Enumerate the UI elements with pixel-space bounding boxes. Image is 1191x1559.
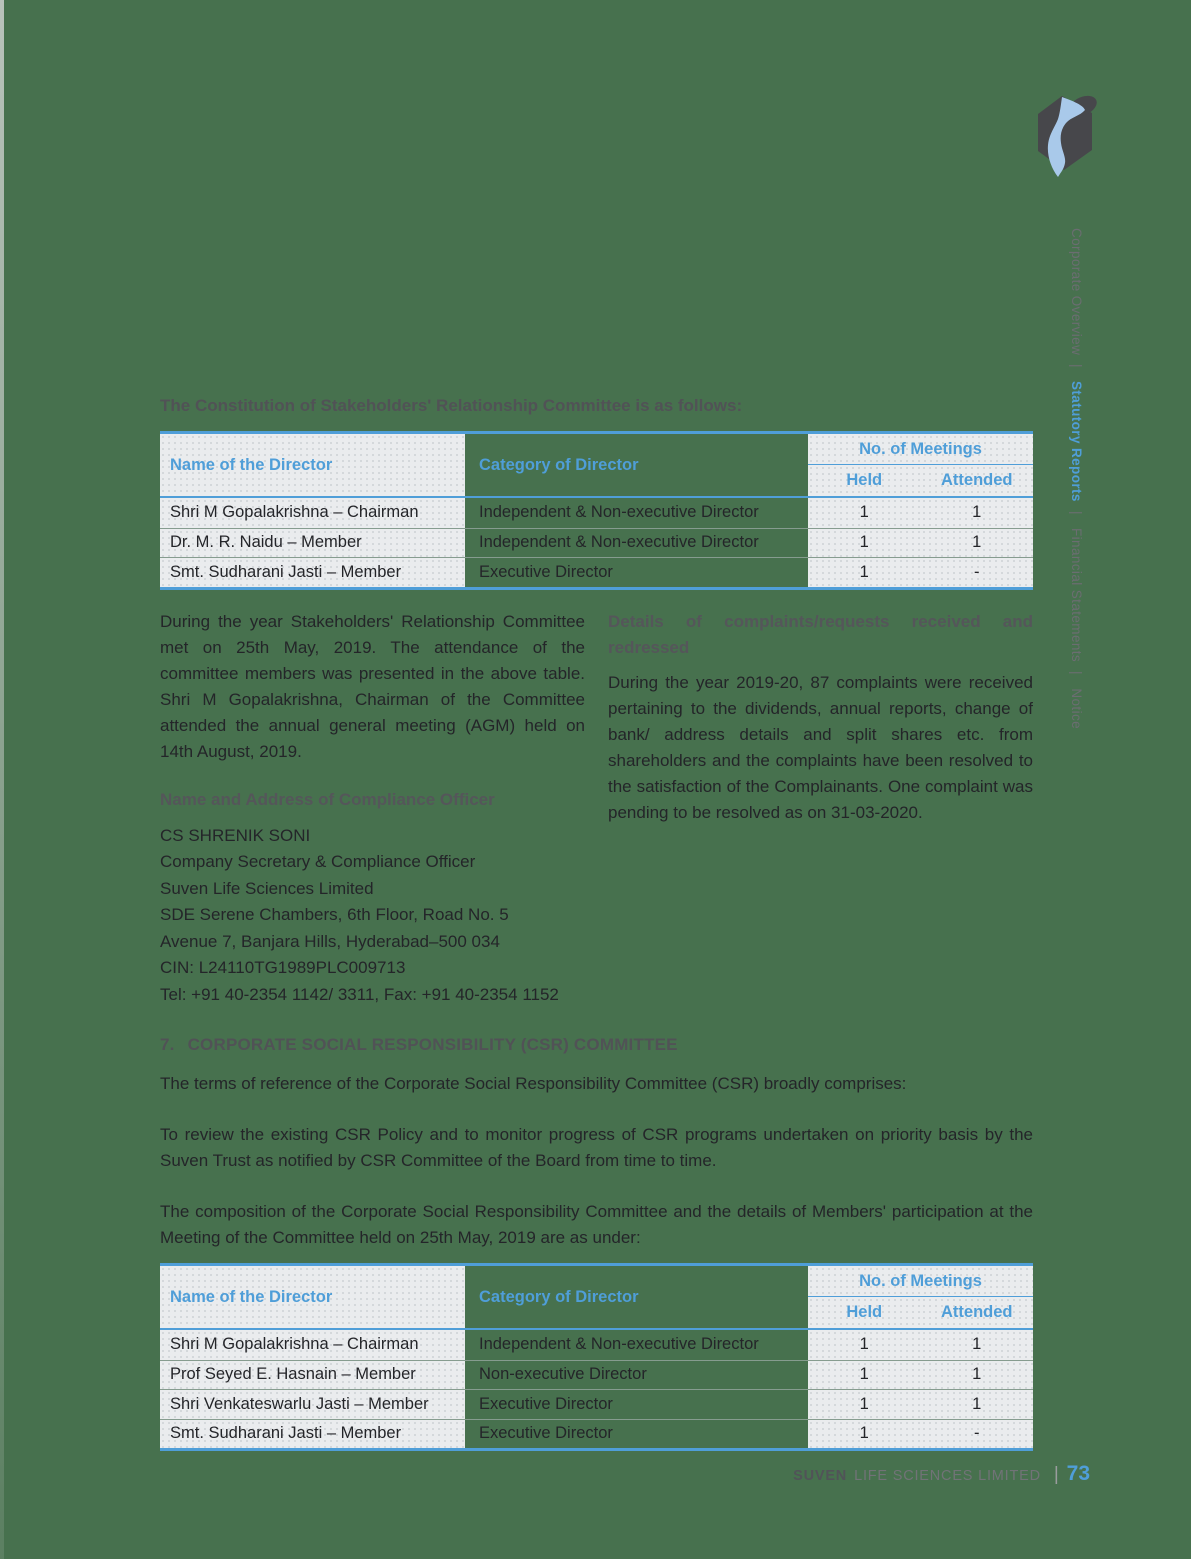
suven-logo-graphic (1038, 95, 1097, 177)
cell-meetings-attended: - (920, 558, 1033, 587)
csr-heading-number: 7. (160, 1035, 175, 1055)
cell-director-name: Shri M Gopalakrishna – Chairman (160, 1330, 465, 1360)
sidebar-item[interactable]: Financial Statements | (1069, 528, 1084, 684)
csr-heading-text: CORPORATE SOCIAL RESPONSIBILITY (CSR) CO… (187, 1035, 678, 1055)
col-header-category: Category of Director (479, 1287, 639, 1306)
address-line: Avenue 7, Banjara Hills, Hyderabad–500 0… (160, 931, 500, 951)
sidebar-separator: | (1069, 671, 1084, 676)
sidebar-item-label: Corporate Overview (1069, 228, 1084, 356)
table-row: Dr. M. R. Naidu – Member Independent & N… (160, 527, 1033, 558)
cell-director-category: Independent & Non-executive Director (479, 503, 759, 522)
col-header-held: Held (808, 1297, 921, 1329)
cell-director-name: Shri Venkateswarlu Jasti – Member (160, 1390, 465, 1419)
col-header-attended: Attended (920, 465, 1033, 497)
cell-meetings-attended: 1 (920, 498, 1033, 528)
address-line: Suven Life Sciences Limited (160, 878, 374, 898)
cell-meetings-held: 1 (808, 1360, 921, 1390)
cell-meetings-attended: 1 (920, 528, 1033, 558)
sidebar-item[interactable]: Notice| (1069, 688, 1084, 729)
sidebar-separator: | (1069, 511, 1084, 516)
col-header-attended: Attended (920, 1297, 1033, 1329)
address-line: Tel: +91 40-2354 1142/ 3311, Fax: +91 40… (160, 984, 559, 1004)
col-header-category: Category of Director (479, 455, 639, 474)
right-column: Details of complaints/requests received … (608, 609, 1033, 1009)
cell-director-name: Smt. Sudharani Jasti – Member (160, 558, 465, 587)
cell-director-category: Non-executive Director (479, 1365, 647, 1384)
section-nav: Corporate Overview | Statutory Reports | F… (1069, 228, 1084, 788)
cell-director-category: Independent & Non-executive Director (479, 533, 759, 552)
cell-meetings-attended: 1 (920, 1360, 1033, 1390)
cell-director-name: Smt. Sudharani Jasti – Member (160, 1419, 465, 1449)
address-line: CS SHRENIK SONI (160, 825, 311, 845)
col-header-held: Held (808, 465, 921, 497)
footer-brand-rest: LIFE SCIENCES LIMITED (854, 1468, 1041, 1484)
cell-director-name: Dr. M. R. Naidu – Member (160, 528, 465, 558)
suven-logo (1033, 92, 1099, 187)
cell-director-category: Executive Director (479, 1394, 613, 1413)
cell-director-category: Independent & Non-executive Director (479, 1335, 759, 1354)
table-row: Smt. Sudharani Jasti – Member Executive … (160, 557, 1033, 587)
cell-meetings-held: 1 (808, 498, 921, 528)
footer-brand-bold: SUVEN (793, 1468, 848, 1484)
compliance-officer-heading: Name and Address of Compliance Officer (160, 789, 495, 809)
col-header-name: Name of the Director (160, 1266, 465, 1329)
table-row: Smt. Sudharani Jasti – Member Executive … (160, 1418, 1033, 1449)
complaints-heading: Details of complaints/requests received … (608, 611, 1033, 657)
sidebar-item[interactable]: Statutory Reports | (1069, 381, 1084, 524)
page-number: 73 (1066, 1462, 1090, 1485)
sidebar-item[interactable]: Corporate Overview | (1069, 228, 1084, 377)
cell-meetings-attended: 1 (920, 1330, 1033, 1360)
col-header-meetings: No. of Meetings (808, 1266, 1033, 1298)
csr-paragraphs: The terms of reference of the Corporate … (160, 1071, 1033, 1251)
sidebar-item-label: Notice (1069, 688, 1084, 730)
complaints-paragraph: During the year 2019-20, 87 complaints w… (608, 672, 1033, 822)
page-footer: SUVEN LIFE SCIENCES LIMITED | 73 (793, 1462, 1090, 1486)
sidebar-item-label: Financial Statements (1069, 528, 1084, 663)
col-header-name: Name of the Director (160, 434, 465, 497)
table-row: Shri M Gopalakrishna – Chairman Independ… (160, 1330, 1033, 1360)
cell-meetings-attended: - (920, 1419, 1033, 1449)
sidebar-item-label: Statutory Reports (1069, 381, 1084, 503)
page-edge-strip (0, 0, 4, 1559)
address-line: Company Secretary & Compliance Officer (160, 852, 476, 872)
cell-meetings-held: 1 (808, 1419, 921, 1449)
cell-meetings-held: 1 (808, 1330, 921, 1360)
sidebar-separator: | (1069, 364, 1084, 369)
cell-director-name: Prof Seyed E. Hasnain – Member (160, 1360, 465, 1390)
table-header: Name of the Director Category of Directo… (160, 1266, 1033, 1331)
compliance-officer-address: CS SHRENIK SONI Company Secretary & Comp… (160, 823, 585, 1009)
cell-director-category: Executive Director (479, 1424, 613, 1443)
table-body: Shri M Gopalakrishna – Chairman Independ… (160, 498, 1033, 587)
table-header: Name of the Director Category of Directo… (160, 434, 1033, 499)
address-line: CIN: L24110TG1989PLC009713 (160, 958, 406, 978)
csr-paragraph: The composition of the Corporate Social … (160, 1202, 1033, 1248)
cell-meetings-held: 1 (808, 1390, 921, 1419)
cell-meetings-held: 1 (808, 528, 921, 558)
csr-paragraph: The terms of reference of the Corporate … (160, 1074, 907, 1094)
cell-meetings-held: 1 (808, 558, 921, 587)
cell-director-name: Shri M Gopalakrishna – Chairman (160, 498, 465, 528)
footer-separator: | (1053, 1464, 1060, 1485)
address-line: SDE Serene Chambers, 6th Floor, Road No.… (160, 905, 509, 925)
table-row: Prof Seyed E. Hasnain – Member Non-execu… (160, 1359, 1033, 1390)
csr-section: 7. CORPORATE SOCIAL RESPONSIBILITY (CSR) … (160, 1034, 1033, 1452)
left-column: During the year Stakeholders' Relationsh… (160, 609, 585, 1009)
col-header-meetings: No. of Meetings (808, 434, 1033, 466)
csr-paragraph: To review the existing CSR Policy and to… (160, 1125, 1033, 1171)
table-body: Shri M Gopalakrishna – Chairman Independ… (160, 1330, 1033, 1449)
cell-director-category: Executive Director (479, 562, 613, 581)
two-column-block: During the year Stakeholders' Relationsh… (160, 609, 1033, 1009)
logo-swoosh (1047, 97, 1085, 177)
main-content: The Constitution of Stakeholders' Relati… (160, 395, 1033, 1452)
cell-meetings-attended: 1 (920, 1390, 1033, 1419)
stakeholders-meeting-paragraph: During the year Stakeholders' Relationsh… (160, 611, 585, 761)
stakeholders-committee-table: Name of the Director Category of Directo… (160, 431, 1033, 590)
table-row: Shri M Gopalakrishna – Chairman Independ… (160, 498, 1033, 528)
stakeholders-intro-heading: The Constitution of Stakeholders' Relati… (160, 396, 743, 415)
csr-committee-table: Name of the Director Category of Directo… (160, 1263, 1033, 1452)
table-row: Shri Venkateswarlu Jasti – Member Execut… (160, 1389, 1033, 1419)
csr-heading: 7. CORPORATE SOCIAL RESPONSIBILITY (CSR) … (160, 1034, 1033, 1056)
